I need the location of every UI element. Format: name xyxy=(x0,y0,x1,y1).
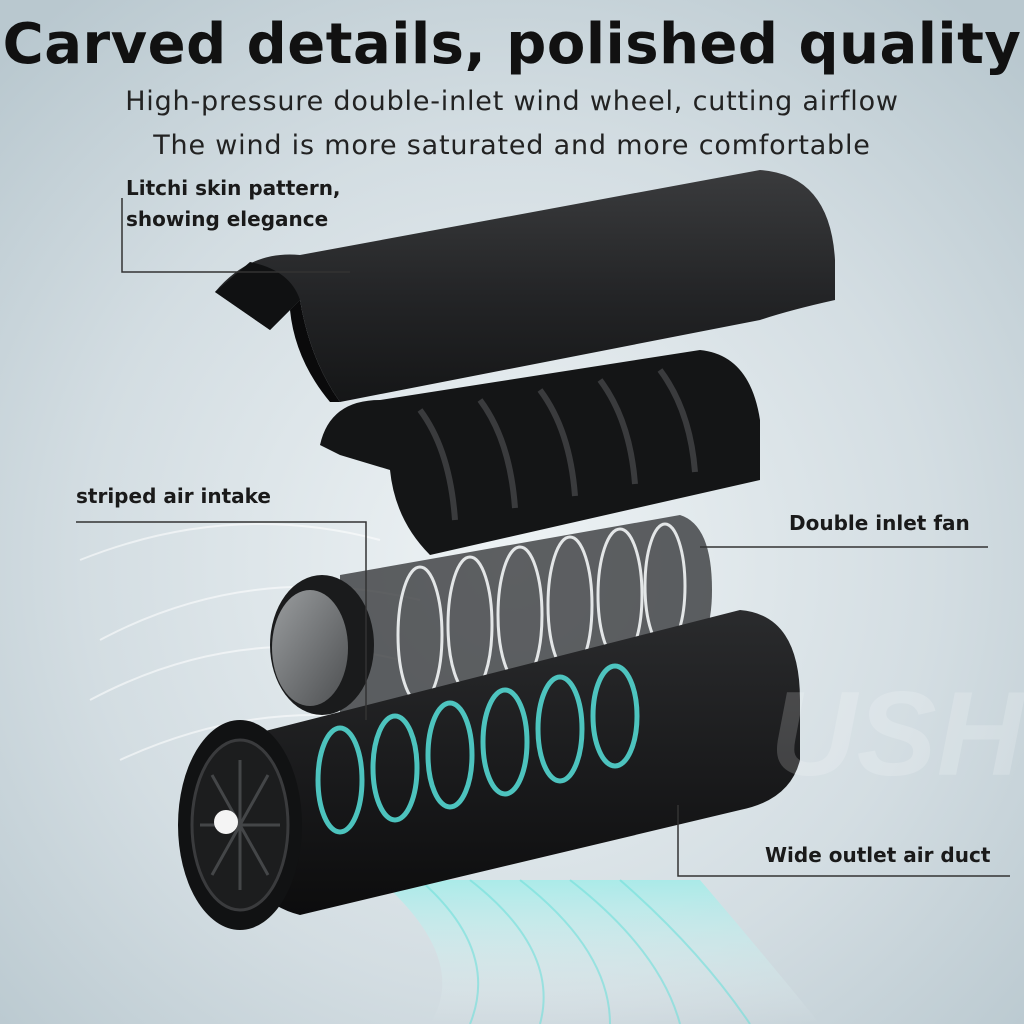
airflow-plume xyxy=(380,879,820,1024)
callout-litchi-line-1: Litchi skin pattern, xyxy=(126,176,341,200)
callout-outlet-duct: Wide outlet air duct xyxy=(765,840,990,871)
callout-litchi-skin: Litchi skin pattern, showing elegance xyxy=(126,173,426,235)
watermark: USH xyxy=(770,667,1024,801)
middle-grille xyxy=(320,350,760,555)
subtitle-line-1: High-pressure double-inlet wind wheel, c… xyxy=(125,86,899,117)
callout-striped-label: striped air intake xyxy=(76,484,271,508)
subtitle-line-2: The wind is more saturated and more comf… xyxy=(153,130,871,161)
page-title: Carved details, polished quality xyxy=(2,12,1022,77)
callout-lines xyxy=(76,198,1010,877)
top-cover xyxy=(215,170,835,402)
callout-outlet-label: Wide outlet air duct xyxy=(765,843,991,867)
callout-striped-intake: striped air intake xyxy=(76,481,271,512)
callout-fan-label: Double inlet fan xyxy=(789,511,970,535)
callout-double-inlet-fan: Double inlet fan xyxy=(789,508,970,539)
base-shell xyxy=(178,610,800,930)
callout-litchi-line-2: showing elegance xyxy=(126,207,329,231)
